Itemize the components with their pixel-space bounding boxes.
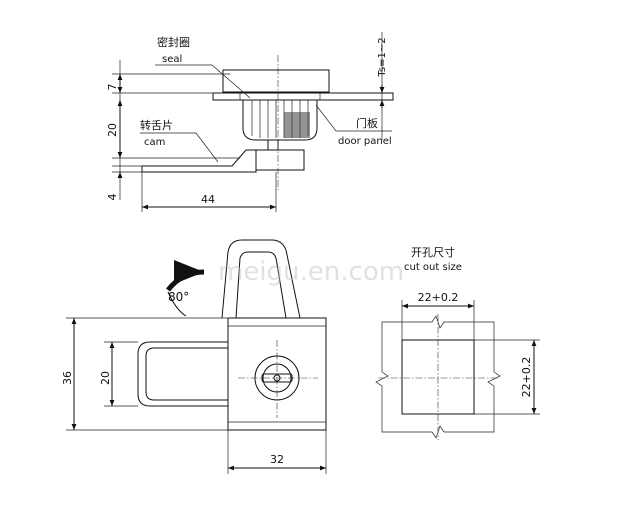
panel-label-cn: 门板 [356,116,378,130]
cutout-label-en: cut out size [404,262,462,273]
side-view: 7 20 4 44 Ts=1~2 密封圈 seal 转舌片 cam 门板 doo… [106,32,394,212]
dim-44: 44 [201,193,215,206]
cam-plate [141,149,257,173]
cutout-label-cn: 开孔尺寸 [411,245,455,259]
cam-label-cn: 转舌片 [140,118,173,132]
dim-32: 32 [270,453,284,466]
seal-label-cn: 密封圈 [157,35,190,49]
dim-36: 36 [61,371,74,385]
cam-label-en: cam [144,137,165,148]
front-view: 80° 36 20 32 [61,239,327,474]
seal-flange [212,92,394,101]
dim-7: 7 [106,84,119,91]
bezel-cap [222,69,330,93]
panel-label-en: door panel [338,136,392,147]
dim-20-side: 20 [106,123,119,137]
dim-ts: Ts=1~2 [377,37,388,77]
handle-rotated [221,239,301,319]
cutout-width: 22+0.2 [418,291,459,304]
seal-label-en: seal [162,54,182,65]
shaft [267,139,279,151]
lock-face [227,317,327,431]
handle-folded [137,341,228,407]
shaft-base [255,149,305,171]
dim-4: 4 [106,194,119,201]
cutout-view: 开孔尺寸 cut out size 22+0.2 22+0.2 [375,245,540,440]
lock-body [242,100,318,141]
watermark: meigu.en.com [218,257,404,287]
dim-20-front: 20 [99,371,112,385]
handle-rotated-inner [235,251,287,319]
rotation-80: 80° [168,290,189,304]
cutout-height: 22+0.2 [520,357,533,398]
panel-break-outline [375,315,501,439]
handle-folded-inner [145,347,228,401]
